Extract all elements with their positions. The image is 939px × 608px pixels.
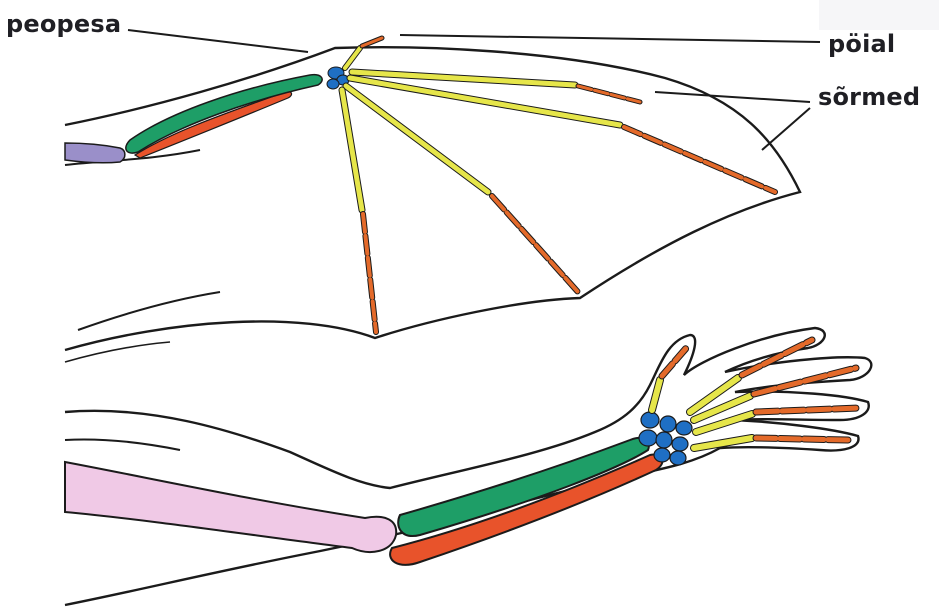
human-finger-index (690, 340, 812, 412)
leader-line-thumb (400, 35, 820, 42)
human-arm-shoulder-line (65, 439, 180, 450)
leader-line-fingers-1 (655, 92, 810, 102)
label-thumb: pöial (828, 30, 895, 58)
human-thumb (652, 346, 688, 410)
label-fingers: sõrmed (818, 83, 920, 111)
bat-humerus (65, 143, 125, 163)
bat-digit-4 (346, 86, 578, 292)
leader-line-fingers-2 (762, 108, 810, 150)
leader-lines (128, 30, 820, 150)
bat-wing (65, 38, 800, 362)
bat-digit-5 (342, 90, 376, 332)
leader-line-wrist (128, 30, 308, 52)
human-arm (65, 328, 871, 605)
bat-thumb-phalanx-fill (362, 38, 382, 46)
bat-carpal (327, 79, 339, 89)
label-wrist: peopesa (6, 10, 121, 38)
bat-thumb-metacarpal-fill (345, 48, 360, 68)
